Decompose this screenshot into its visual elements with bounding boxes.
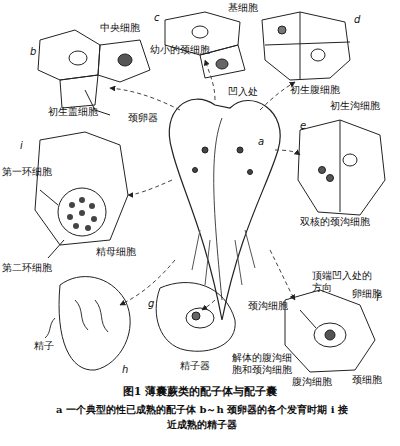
part-label: 精子器 xyxy=(180,360,210,372)
part-label: 初生腹细胞 xyxy=(290,84,340,96)
panel-letter: c xyxy=(154,12,160,24)
part-label: 精母细胞 xyxy=(96,246,136,258)
part-label: 中央细胞 xyxy=(100,22,140,34)
figure-caption: a 一个典型的性已成熟的配子体 b～h 颈卵器的各个发育时期 i 接近成熟的精子… xyxy=(52,402,352,432)
part-label: 第二环细胞 xyxy=(2,262,52,274)
part-label: 精子 xyxy=(34,340,54,352)
part-label: 幼小的颈细胞 xyxy=(150,44,210,56)
panel-letter: g xyxy=(148,298,154,310)
panel-letter: b xyxy=(30,46,36,58)
panel-letter: e xyxy=(300,120,306,132)
panel-letter: d xyxy=(354,14,360,26)
part-label: 双核的颈沟细胞 xyxy=(300,216,370,228)
part-label: 第一环细胞 xyxy=(2,166,52,178)
panel-letter: a xyxy=(258,136,264,148)
part-label: 解体的腹沟细胞和颈沟细胞 xyxy=(232,352,294,375)
figure-title: 图1 薄囊蕨类的配子体与配子囊 xyxy=(0,384,400,399)
part-label: 基细胞 xyxy=(228,2,258,14)
part-label: 腹沟细胞 xyxy=(292,376,332,388)
part-label: 初生沟细胞 xyxy=(330,100,380,112)
part-label: 颈细胞 xyxy=(352,374,382,386)
part-label: 颈沟细胞 xyxy=(248,300,288,312)
part-label: 凹入处 xyxy=(228,86,258,98)
part-label: 颈卵器 xyxy=(128,112,158,124)
panel-letter: f xyxy=(376,292,380,304)
panel-letter: h xyxy=(122,364,128,376)
panel-letter: i xyxy=(20,140,23,152)
part-label: 初生盖细胞 xyxy=(48,106,98,118)
